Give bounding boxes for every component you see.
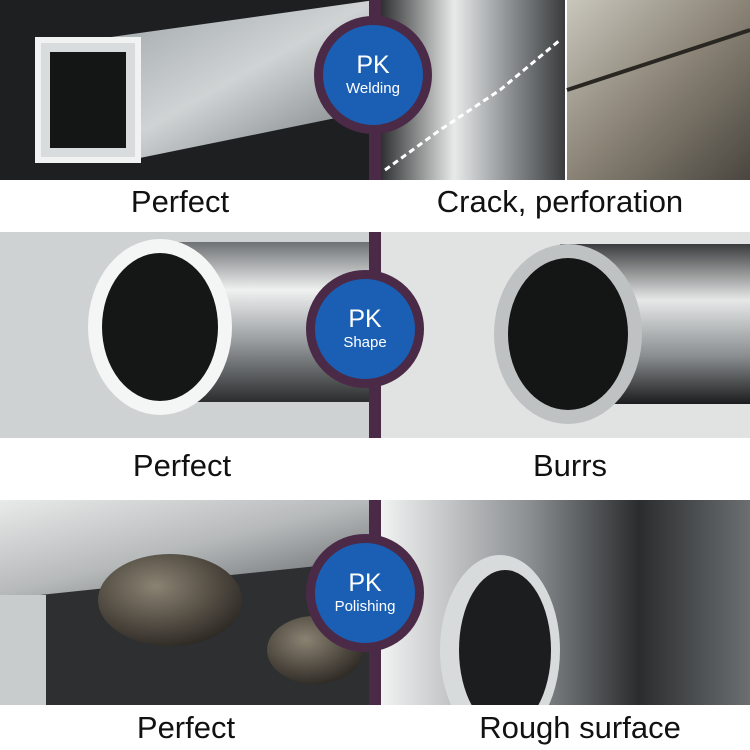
- badge-brand: PK: [348, 569, 382, 597]
- left-caption: Perfect: [130, 184, 230, 219]
- right-caption: Crack, perforation: [436, 184, 684, 219]
- badge-process: Polishing: [334, 598, 396, 615]
- badge-brand: PK: [356, 51, 390, 79]
- pk-welding-badge: PK Welding: [314, 16, 432, 134]
- right-caption: Rough surface: [479, 710, 681, 745]
- polishing-comparison-photo: [0, 500, 750, 705]
- left-caption: Perfect: [132, 448, 232, 483]
- badge-process: Welding: [346, 80, 400, 97]
- shape-comparison-photo: [0, 232, 750, 438]
- pk-polishing-badge: PK Polishing: [306, 534, 424, 652]
- pk-shape-badge: PK Shape: [306, 270, 424, 388]
- badge-brand: PK: [348, 305, 382, 333]
- badge-process: Shape: [343, 334, 387, 351]
- right-caption: Burrs: [532, 448, 608, 483]
- left-caption: Perfect: [136, 710, 236, 745]
